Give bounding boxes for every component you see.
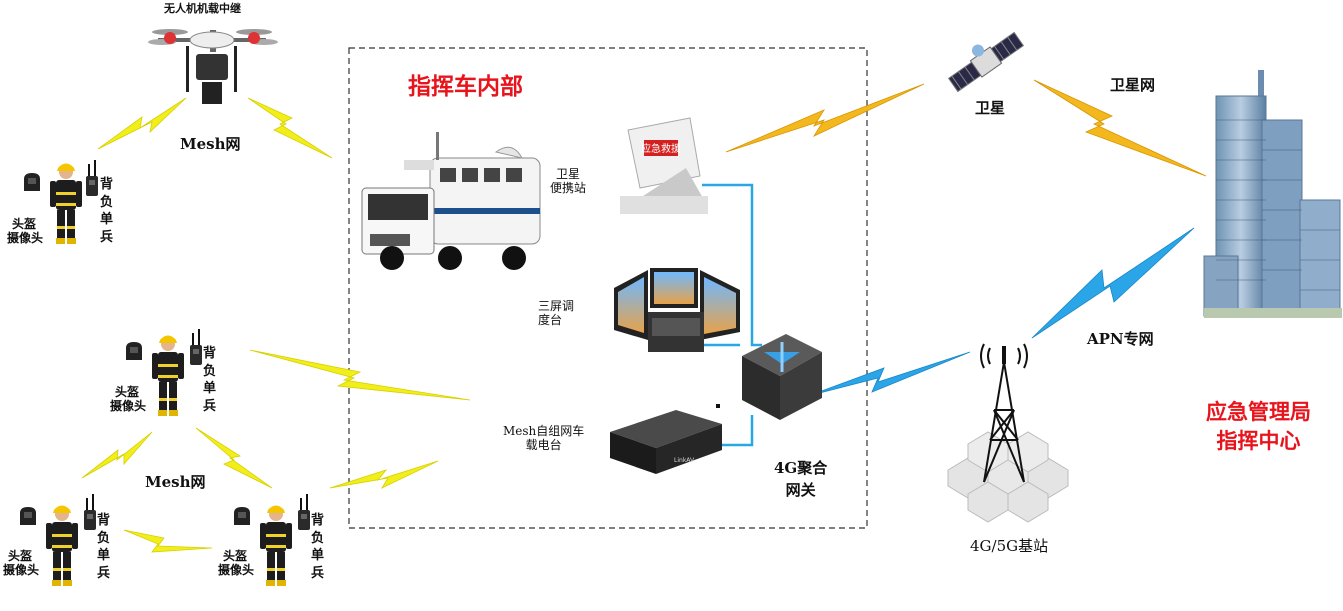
satellite-bolt-vehicle: [725, 83, 925, 153]
radio-brand-label: LinkAV: [674, 457, 695, 464]
satellite-image: [947, 31, 1025, 93]
mesh-net-top-label: Mesh网: [180, 135, 241, 153]
mesh-bolt-right-link: [195, 427, 273, 489]
gateway-label: 4G聚合 网关: [774, 459, 828, 499]
mesh-vehicle-radio-image: LinkAV: [610, 404, 722, 474]
vehicle-interior-box: [348, 47, 868, 529]
drone-relay-label: 无人机机载中继: [164, 2, 241, 15]
satellite-portable-label: 卫星 便携站: [550, 167, 587, 195]
apn-bolt-gateway: [807, 351, 971, 397]
backpack-soldier-label: 背 负 单 兵: [97, 513, 111, 581]
apn-bolt-center: [1031, 227, 1195, 339]
mesh-bolt-group-to-vehicle: [249, 349, 471, 401]
tri-screen-label: 三屏调 度台: [538, 299, 575, 327]
tri-screen-console-image: [614, 268, 740, 352]
base-station-image: [947, 343, 1069, 523]
satellite-label: 卫星: [975, 99, 1006, 117]
satellite-portable-image: 应急救援: [620, 117, 708, 214]
mesh-net-bottom-label: Mesh网: [145, 473, 206, 491]
satellite-bolt-center: [1033, 79, 1207, 177]
mesh-bolt-drone-left: [97, 97, 187, 150]
gateway-device-image: [742, 334, 822, 420]
mesh-bolt-lower-to-vehicle: [329, 460, 439, 489]
satellite-net-label: 卫星网: [1110, 76, 1156, 94]
command-center-building-image: [1203, 70, 1342, 318]
helmet-camera-label: 头盔 摄像头: [7, 217, 44, 245]
mesh-bolt-drone-right: [247, 97, 333, 159]
mesh-bolt-left-link: [81, 431, 153, 479]
base-station-label: 4G/5G基站: [970, 537, 1049, 555]
backpack-soldier-label: 背 负 单 兵: [311, 513, 325, 581]
command-vehicle-image: [361, 132, 541, 270]
vehicle-interior-title: 指挥车内部: [408, 73, 523, 100]
backpack-soldier-label: 背 负 单 兵: [100, 177, 114, 245]
mesh-bolt-bottom-link: [123, 529, 213, 553]
drone-image: [148, 29, 278, 104]
satellite-dish-sign: 应急救援: [641, 142, 681, 155]
backpack-soldier-label: 背 负 单 兵: [203, 346, 217, 414]
apn-net-label: APN专网: [1087, 330, 1154, 348]
helmet-camera-label: 头盔 摄像头: [218, 549, 255, 577]
helmet-camera-label: 头盔 摄像头: [3, 549, 40, 577]
mesh-vehicle-radio-label: Mesh自组网车 载电台: [503, 424, 585, 452]
command-center-label: 应急管理局 指挥中心: [1206, 399, 1311, 454]
helmet-camera-label: 头盔 摄像头: [110, 385, 147, 413]
